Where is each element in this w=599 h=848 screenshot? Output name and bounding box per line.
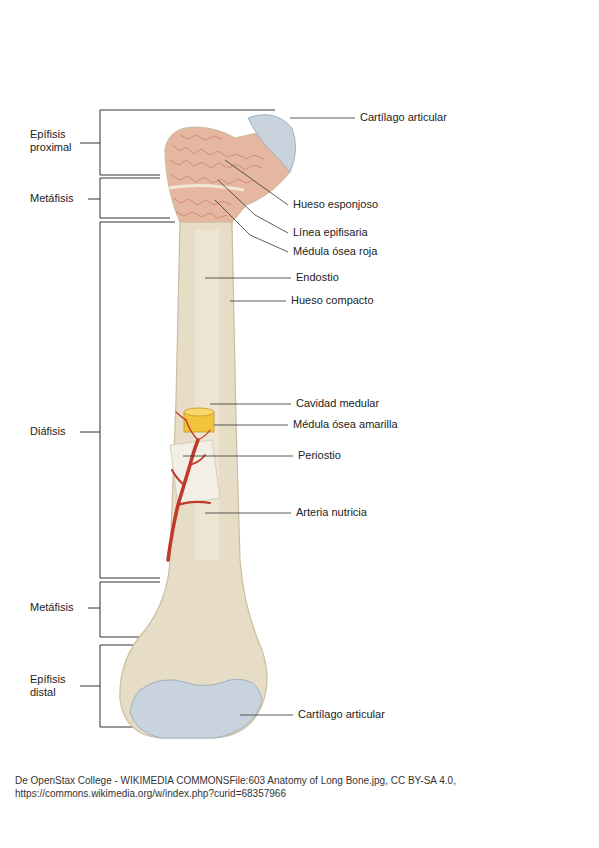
part-label: Línea epifisaria (293, 226, 433, 239)
spongy-texture (170, 135, 264, 218)
epiphyseal-line (168, 185, 244, 190)
part-label: Arteria nutricia (296, 506, 436, 519)
part-label: Cavidad medular (296, 397, 436, 410)
region-label: Metáfisis (30, 601, 110, 614)
medullary-cavity (195, 230, 219, 560)
region-label: Metáfisis (30, 192, 110, 205)
articular-cartilage (130, 679, 262, 738)
nutrient-artery (168, 412, 210, 560)
part-label: Hueso compacto (291, 294, 431, 307)
yellow-marrow-top (184, 408, 214, 416)
part-label: Cartílago articular (360, 111, 500, 124)
region-label: Diáfisis (30, 425, 110, 438)
part-label: Cartílago articular (298, 708, 438, 721)
part-label: Hueso esponjoso (293, 198, 433, 211)
bone-shaft (120, 222, 267, 738)
source-caption: De OpenStax College - WIKIMEDIA COMMONSF… (15, 774, 505, 800)
articular-cartilage (248, 115, 296, 172)
part-label: Médula ósea amarilla (293, 418, 443, 431)
region-label: Epífisis proximal (30, 128, 82, 154)
part-label: Periostio (298, 449, 438, 462)
region-label: Epífisis distal (30, 673, 78, 699)
part-label: Médula ósea roja (293, 245, 433, 258)
part-label: Endostio (296, 271, 436, 284)
